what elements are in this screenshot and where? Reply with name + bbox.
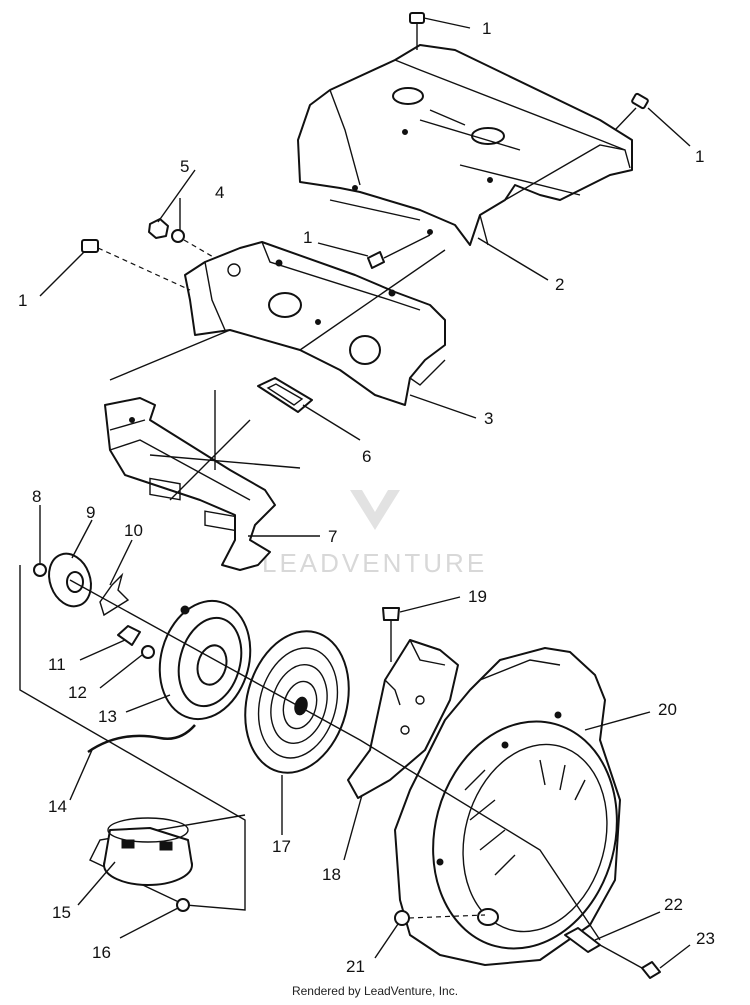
callout-9: 9 bbox=[86, 503, 95, 522]
part-upper-shroud bbox=[297, 44, 633, 246]
part-pawl bbox=[117, 625, 141, 646]
callout-22: 22 bbox=[664, 895, 683, 914]
part-spring-clip bbox=[99, 572, 130, 617]
watermark: LEADVENTURE bbox=[262, 490, 487, 578]
callout-14: 14 bbox=[48, 797, 67, 816]
callout-21: 21 bbox=[346, 957, 365, 976]
bolt-right bbox=[614, 92, 649, 131]
starter-group-outline bbox=[19, 565, 246, 911]
callout-3: 3 bbox=[484, 409, 493, 428]
callout-8: 8 bbox=[32, 487, 41, 506]
callout-10: 10 bbox=[124, 521, 143, 540]
callout-7: 7 bbox=[328, 527, 337, 546]
outline-lower bbox=[149, 390, 301, 501]
nut-21 bbox=[394, 910, 486, 926]
part-recoil-spring bbox=[244, 630, 350, 774]
callout-1-right: 1 bbox=[695, 147, 704, 166]
part-lower-shroud bbox=[184, 241, 446, 406]
bolt-19 bbox=[382, 607, 400, 662]
part-pulley bbox=[158, 599, 252, 721]
bolt-left bbox=[81, 239, 191, 291]
callout-1-left: 1 bbox=[18, 291, 27, 310]
callout-6: 6 bbox=[362, 447, 371, 466]
shaft-axis bbox=[69, 579, 601, 941]
callout-17: 17 bbox=[272, 837, 291, 856]
callout-leaders bbox=[39, 17, 691, 969]
callout-1-top: 1 bbox=[482, 19, 491, 38]
part-starter-cup bbox=[103, 817, 193, 886]
callout-12: 12 bbox=[68, 683, 87, 702]
washer-4 bbox=[171, 229, 185, 243]
callout-20: 20 bbox=[658, 700, 677, 719]
screw-16 bbox=[176, 898, 190, 912]
callout-1-middle: 1 bbox=[303, 228, 312, 247]
nut-8 bbox=[33, 563, 47, 577]
callout-labels: 1 1 1 1 2 3 4 5 6 7 8 9 10 11 12 13 14 1… bbox=[18, 19, 715, 976]
part-pawl-spring bbox=[141, 645, 155, 659]
callout-18: 18 bbox=[322, 865, 341, 884]
footer-credit: Rendered by LeadVenture, Inc. bbox=[291, 984, 459, 998]
callout-2: 2 bbox=[555, 275, 564, 294]
callout-4: 4 bbox=[215, 183, 224, 202]
callout-16: 16 bbox=[92, 943, 111, 962]
callout-11: 11 bbox=[48, 655, 66, 674]
part-starter-bracket bbox=[347, 639, 459, 799]
callout-13: 13 bbox=[98, 707, 117, 726]
bolt-23 bbox=[599, 944, 661, 979]
callout-15: 15 bbox=[52, 903, 71, 922]
watermark-text: LEADVENTURE bbox=[262, 548, 487, 578]
outline-upper bbox=[109, 164, 581, 381]
callout-23: 23 bbox=[696, 929, 715, 948]
part-starter-rope bbox=[87, 724, 196, 754]
callout-5: 5 bbox=[180, 157, 189, 176]
part-bottom-bracket bbox=[104, 397, 276, 571]
bolt-middle bbox=[367, 234, 431, 269]
callout-19: 19 bbox=[468, 587, 487, 606]
part-gasket bbox=[257, 377, 313, 413]
